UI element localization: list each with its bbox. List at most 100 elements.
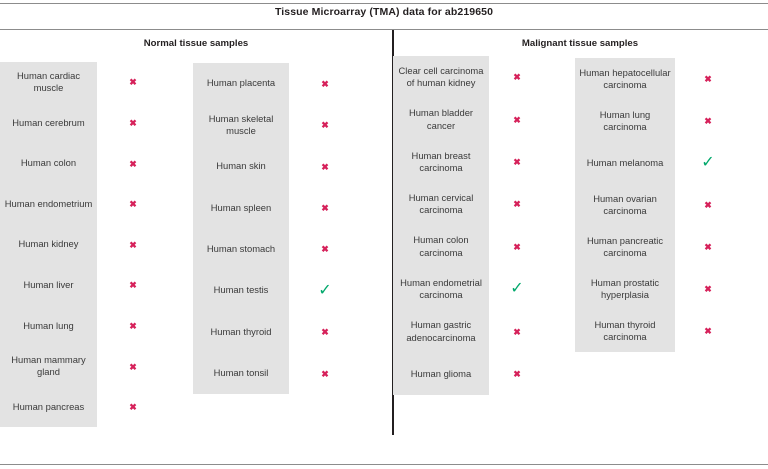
negative-cross-icon: ✖ [513, 114, 521, 125]
tissue-label: Human thyroid [210, 325, 272, 337]
tissue-label: Human endometrium [4, 197, 93, 209]
table-row: Human mammary gland [0, 346, 97, 387]
table-bottom-border [0, 464, 768, 465]
tissue-label: Human breast carcinoma [411, 149, 471, 173]
table-row: Human hepatocellular carcinoma [575, 58, 675, 100]
tissue-label: Human colon [20, 157, 77, 169]
tissue-label: Human prostatic hyperplasia [590, 276, 660, 300]
tissue-label: Human mammary gland [11, 354, 86, 378]
tissue-label: Human hepatocellular carcinoma [579, 66, 671, 90]
group-divider [392, 30, 394, 435]
tissue-label: Clear cell carcinoma of human kidney [398, 64, 484, 89]
table-row: Human stomach [193, 229, 289, 270]
negative-cross-icon: ✖ [513, 199, 521, 210]
negative-cross-icon: ✖ [704, 200, 712, 210]
tissue-label: Human pancreatic carcinoma [586, 234, 664, 258]
negative-cross-icon: ✖ [513, 241, 521, 252]
group-header-malignant: Malignant tissue samples [521, 38, 639, 49]
negative-cross-icon: ✖ [321, 368, 329, 379]
negative-cross-icon: ✖ [129, 239, 137, 250]
negative-cross-icon: ✖ [129, 117, 137, 128]
negative-cross-icon: ✖ [513, 326, 521, 337]
tissue-label: Human gastric adenocarcinoma [406, 319, 476, 343]
negative-cross-icon: ✖ [513, 72, 521, 83]
negative-cross-icon: ✖ [704, 74, 712, 84]
tissue-label: Human endometrial carcinoma [400, 276, 482, 301]
negative-cross-icon: ✖ [321, 78, 329, 89]
negative-cross-icon: ✖ [321, 202, 329, 213]
tissue-label: Human skeletal muscle [208, 112, 274, 137]
tissue-label: Human cervical carcinoma [408, 191, 474, 216]
negative-cross-icon: ✖ [321, 161, 329, 172]
table-row: Human colon [0, 143, 97, 184]
tissue-label: Human glioma [410, 367, 472, 379]
tissue-label: Human lung carcinoma [599, 108, 651, 132]
tissue-label: Human bladder cancer [408, 107, 474, 131]
positive-check-icon: ✓ [318, 281, 332, 299]
tissue-label: Human tonsil [213, 367, 269, 379]
tissue-label: Human lung [23, 319, 74, 331]
negative-cross-icon: ✖ [704, 116, 712, 126]
table-row: Human spleen [193, 187, 289, 228]
tissue-label: Human placenta [206, 77, 276, 89]
table-row: Human prostatic hyperplasia [575, 268, 675, 310]
table-row: Human breast carcinoma [393, 141, 489, 183]
table-row: Human liver [0, 265, 97, 306]
table-row: Human lung carcinoma [575, 100, 675, 142]
tissue-label: Human skin [216, 160, 266, 172]
table-row: Human endometrium [0, 184, 97, 225]
negative-cross-icon: ✖ [321, 120, 329, 131]
negative-cross-icon: ✖ [513, 157, 521, 167]
table-row: Human kidney [0, 224, 97, 265]
tissue-label: Human pancreas [12, 400, 85, 412]
table-row: Human cardiac muscle [0, 62, 97, 103]
positive-check-icon: ✓ [701, 154, 715, 171]
table-row: Human ovarian carcinoma [575, 184, 675, 226]
tissue-label: Human colon carcinoma [413, 234, 469, 258]
table-row: Human glioma [393, 353, 489, 395]
tissue-label: Human liver [23, 279, 74, 291]
negative-cross-icon: ✖ [129, 361, 137, 372]
table-row: Human pancreatic carcinoma [575, 226, 675, 268]
tissue-label: Human stomach [206, 243, 276, 255]
column-band [393, 56, 489, 396]
table-row: Human endometrial carcinoma [393, 268, 489, 310]
table-row: Human skin [193, 146, 289, 187]
tissue-label: Human thyroid carcinoma [594, 318, 656, 342]
table-row: Human pancreas [0, 387, 97, 428]
tissue-label: Human cerebrum [12, 116, 85, 128]
table-row: Human colon carcinoma [393, 226, 489, 268]
tissue-label: Human testis [213, 284, 269, 296]
negative-cross-icon: ✖ [704, 326, 712, 336]
negative-cross-icon: ✖ [321, 244, 329, 255]
table-row: Human lung [0, 306, 97, 347]
negative-cross-icon: ✖ [704, 242, 712, 252]
group-header-normal: Normal tissue samples [143, 38, 249, 49]
column-band [575, 58, 675, 352]
table-row: Human placenta [193, 63, 289, 104]
table-row: Human gastric adenocarcinoma [393, 310, 489, 352]
tissue-label: Human cardiac muscle [16, 69, 81, 94]
tissue-label: Human kidney [18, 238, 79, 250]
negative-cross-icon: ✖ [129, 199, 137, 210]
negative-cross-icon: ✖ [129, 158, 137, 169]
negative-cross-icon: ✖ [129, 77, 137, 88]
column-band [193, 63, 289, 395]
negative-cross-icon: ✖ [129, 320, 137, 331]
negative-cross-icon: ✖ [321, 327, 329, 338]
tissue-label: Human ovarian carcinoma [593, 192, 657, 216]
table-row: Human thyroid [193, 311, 289, 352]
table-row: Human skeletal muscle [193, 104, 289, 145]
table-top-border [0, 3, 768, 4]
negative-cross-icon: ✖ [704, 284, 712, 294]
table-row: Human melanoma [575, 142, 675, 184]
table-row: Human thyroid carcinoma [575, 310, 675, 352]
table-row: Human testis [193, 270, 289, 311]
table-row: Human bladder cancer [393, 98, 489, 140]
tissue-label: Human spleen [210, 201, 272, 213]
table-row: Human cerebrum [0, 103, 97, 144]
negative-cross-icon: ✖ [129, 402, 137, 413]
table-row: Clear cell carcinoma of human kidney [393, 56, 489, 98]
tissue-label: Human melanoma [586, 156, 664, 168]
